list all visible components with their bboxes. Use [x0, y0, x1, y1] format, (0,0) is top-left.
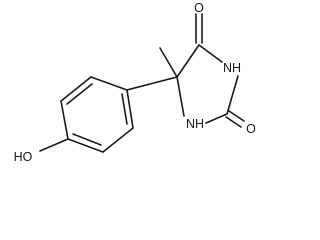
- bond-c5-methyl: [159, 47, 178, 78]
- bond-ar-1: [90, 76, 128, 91]
- bond-ar-inner-2: [72, 133, 102, 146]
- bond-ar-3: [60, 100, 69, 140]
- bond-n1-c5: [176, 76, 185, 117]
- bond-ar-inner-3: [121, 93, 128, 125]
- bond-ar-4: [67, 138, 104, 153]
- bond-c2-o-b: [225, 116, 242, 128]
- atom-hydroxyl-phenol: HO: [14, 150, 33, 164]
- bond-c4-n3: [198, 44, 223, 63]
- hydantoin-ring: [176, 44, 239, 124]
- bond-ar-5: [102, 127, 134, 153]
- bond-c5-c4: [176, 44, 200, 78]
- atom-oxygen-urea: O: [246, 122, 256, 136]
- atom-oxygen-ketone: O: [194, 1, 204, 15]
- atom-nh-amine: NH: [186, 117, 204, 131]
- bond-ar-inner-1: [66, 83, 93, 105]
- bond-c2-n1: [205, 113, 228, 124]
- bond-c5-aryl: [126, 76, 178, 91]
- bond-ar-2: [60, 76, 92, 102]
- bond-c2-o-a: [228, 110, 245, 122]
- carbonyl-c4: [195, 13, 203, 44]
- atom-nh-imide: NH: [223, 61, 241, 75]
- bond-n3-c2: [226, 75, 239, 115]
- chemical-structure-diagram: O NH O NH HO: [14, 1, 257, 164]
- bond-ar-oh: [39, 138, 69, 152]
- carbonyl-c2: [225, 110, 245, 128]
- benzene-ring: [60, 76, 134, 153]
- bond-ar-6: [126, 89, 134, 129]
